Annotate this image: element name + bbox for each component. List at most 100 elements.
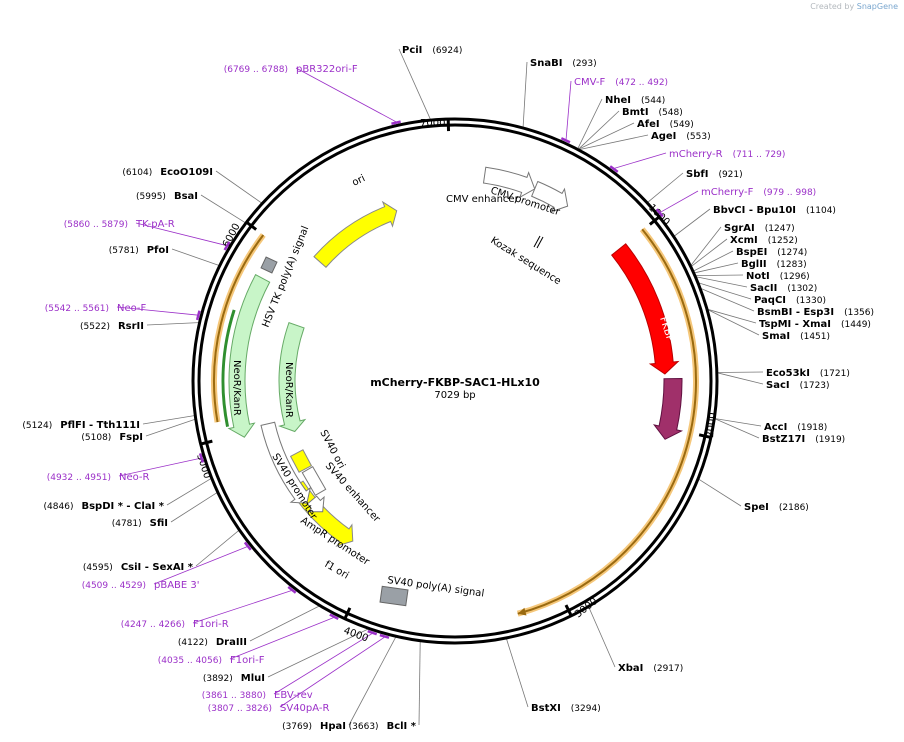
tick-mark	[245, 221, 258, 231]
enzyme-name: PaqCI	[754, 295, 786, 306]
enzyme-position: (5522)	[80, 322, 110, 332]
primer-leader	[192, 590, 292, 624]
label-f1-ori: f1 ori	[323, 559, 351, 582]
enzyme-leader	[693, 250, 734, 272]
enzyme-leader	[577, 98, 603, 149]
plasmid-name: mCherry-FKBP-SAC1-HLx10	[370, 376, 540, 389]
enzyme-leader	[249, 605, 320, 642]
tick-marks	[200, 119, 712, 620]
enzyme-leader	[674, 208, 711, 237]
enzyme-leader	[146, 322, 199, 326]
feature-kozak-2	[536, 236, 544, 249]
enzyme-leader	[698, 479, 742, 507]
enzyme-leader	[694, 262, 739, 274]
enzyme-leader	[708, 309, 760, 336]
feature-hsv-tk-polya	[260, 256, 278, 274]
enzyme-leader	[170, 492, 218, 523]
feature-sv40-enhancer	[301, 466, 327, 496]
primer-leader	[135, 222, 227, 246]
enzyme-name: SgrAI	[724, 223, 755, 234]
primer-name: SV40pA-R	[280, 703, 329, 714]
feature-sv40-ori	[289, 449, 313, 473]
enzyme-position: (4846)	[44, 502, 74, 512]
enzyme-position: (293)	[572, 59, 596, 69]
primer-leader	[565, 80, 572, 140]
enzyme-leader	[578, 110, 620, 150]
primer-site	[243, 541, 252, 551]
enzyme-position: (2917)	[653, 664, 683, 674]
enzyme-name: PfoI	[147, 245, 169, 256]
orange-arrowhead	[517, 607, 527, 616]
enzyme-leader	[195, 530, 239, 567]
enzyme-position: (1919)	[815, 435, 845, 445]
enzyme-name: MluI	[241, 673, 265, 684]
primer-range: (3861 .. 3880)	[202, 691, 266, 701]
enzyme-position: (1252)	[768, 236, 798, 246]
enzyme-position: (1451)	[800, 332, 830, 342]
tick-mark	[648, 215, 661, 226]
feature-neor-1	[227, 273, 271, 438]
enzyme-name: NotI	[746, 271, 770, 282]
enzyme-name: BspDI * - ClaI *	[81, 501, 164, 512]
enzyme-position: (1274)	[777, 248, 807, 258]
enzyme-name: SacI	[766, 380, 790, 391]
credit-prefix: Created by	[810, 2, 855, 11]
enzyme-name: SnaBI	[530, 58, 562, 69]
primer-leader	[660, 190, 699, 213]
enzyme-name: EcoO109I	[160, 167, 213, 178]
feature-fkbp	[652, 378, 684, 440]
enzyme-position: (1247)	[765, 224, 795, 234]
enzyme-name: NheI	[605, 95, 631, 106]
enzyme-leader	[715, 418, 762, 427]
enzyme-name: BstXI	[531, 703, 561, 714]
enzyme-name: SpeI	[744, 502, 769, 513]
backbone-outer	[191, 117, 719, 645]
enzyme-name: FspI	[119, 432, 143, 443]
primer-range: (4509 .. 4529)	[82, 581, 146, 591]
primer-range: (472 .. 492)	[615, 78, 668, 88]
enzyme-leader	[696, 276, 748, 288]
tick-mark	[200, 439, 213, 446]
enzyme-leader	[578, 122, 635, 150]
orange-arc	[517, 228, 697, 615]
enzyme-position: (6924)	[432, 46, 462, 56]
enzyme-position: (544)	[641, 96, 665, 106]
enzyme-position: (6104)	[122, 168, 152, 178]
feature-sv40-polya	[379, 585, 409, 607]
enzyme-name: TspMI - XmaI	[759, 319, 831, 330]
primer-leader	[614, 152, 667, 169]
enzyme-leader	[647, 172, 684, 203]
primer-site	[609, 165, 619, 173]
enzyme-position: (3663)	[349, 722, 379, 732]
enzyme-position: (553)	[686, 132, 710, 142]
label-cmv-enhancer: CMV enhancer	[446, 194, 520, 205]
feature-mcherry	[610, 243, 680, 375]
enzyme-leader	[215, 170, 262, 204]
label-neor-2: NeoR/KanR	[283, 362, 294, 418]
enzyme-position: (5108)	[81, 433, 111, 443]
enzyme-leader	[691, 238, 728, 267]
enzyme-name: SmaI	[762, 331, 790, 342]
primer-leader	[116, 306, 198, 316]
enzyme-name: RsrII	[118, 321, 144, 332]
primer-range: (4035 .. 4056)	[158, 656, 222, 666]
primer-leader	[153, 546, 248, 585]
enzyme-leader	[398, 48, 431, 120]
primer-site	[367, 630, 378, 636]
enzyme-name: XcmI	[730, 235, 758, 246]
primer-site	[329, 613, 339, 620]
label-mcherry: mCherry	[594, 210, 634, 246]
primer-name: EBV-rev	[274, 690, 313, 701]
primer-site	[195, 310, 201, 321]
enzyme-name: CsiI - SexAI *	[121, 562, 194, 573]
primer-site	[391, 120, 401, 125]
enzyme-leader	[701, 288, 755, 312]
enzyme-leader	[588, 607, 616, 668]
primer-range: (6769 .. 6788)	[224, 65, 288, 75]
enzyme-leader	[200, 194, 246, 223]
enzyme-name: BsaI	[174, 191, 198, 202]
primer-site	[560, 137, 571, 144]
enzyme-position: (1296)	[780, 272, 810, 282]
enzyme-name: SfiI	[150, 518, 168, 529]
